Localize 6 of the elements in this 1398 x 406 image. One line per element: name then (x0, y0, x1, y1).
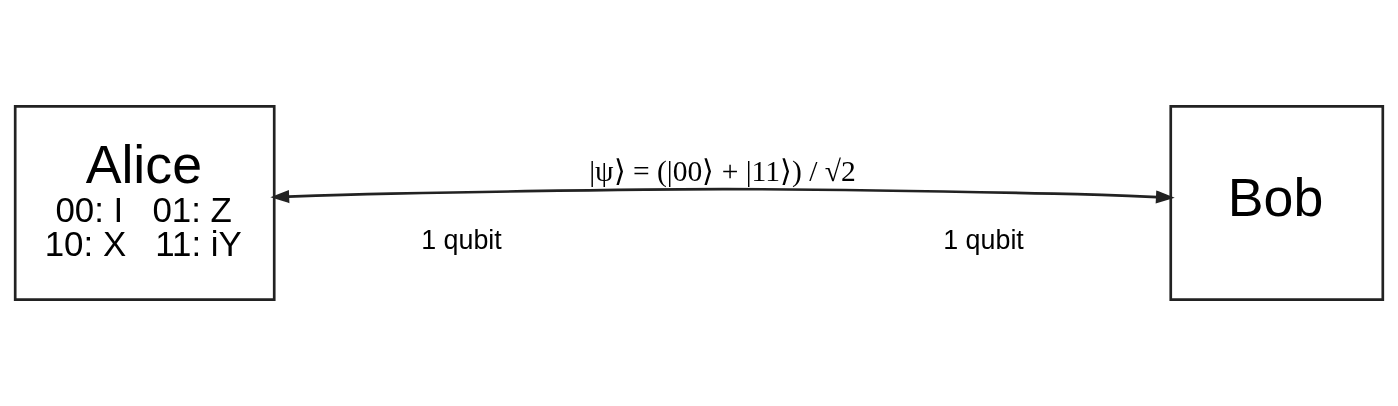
arrow (270, 187, 1175, 204)
node-box: Bob (1169, 105, 1385, 301)
label: 1 qubit (943, 224, 1024, 255)
node-box: Alice 00: I 01: Z 10: X 11: iY (13, 105, 276, 301)
edge-label: |ψ⟩ = (|00⟩ + |11⟩) / √2 (589, 154, 856, 187)
label: 1 qubit (421, 224, 502, 255)
